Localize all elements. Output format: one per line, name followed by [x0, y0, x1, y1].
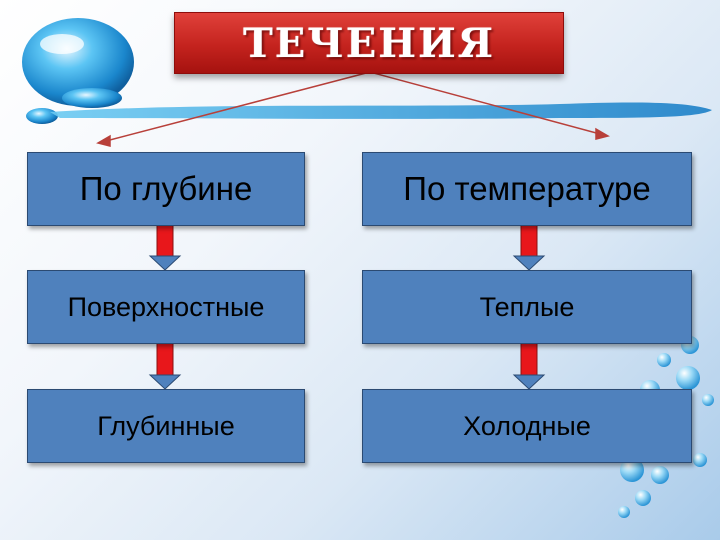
depth-item-label: Поверхностные: [67, 291, 265, 322]
category-depth: По глубине: [27, 152, 305, 226]
down-arrow-icon: [512, 223, 546, 271]
title-banner: ТЕЧЕНИЯ: [174, 12, 564, 74]
temperature-item-cold: Холодные: [362, 389, 692, 463]
category-temperature-label: По температуре: [403, 170, 651, 207]
temperature-item-label: Холодные: [463, 410, 591, 441]
wave-line: [50, 102, 712, 119]
temperature-item-label: Теплые: [479, 291, 575, 322]
category-depth-label: По глубине: [79, 170, 253, 207]
down-arrow-icon: [148, 223, 182, 271]
page-title: ТЕЧЕНИЯ: [242, 19, 496, 67]
water-drop-icon: [22, 18, 134, 124]
down-arrow-icon: [512, 342, 546, 390]
depth-item-deep: Глубинные: [27, 389, 305, 463]
category-temperature: По температуре: [362, 152, 692, 226]
depth-item-surface: Поверхностные: [27, 270, 305, 344]
down-arrow-icon: [148, 342, 182, 390]
title-connectors: [96, 71, 610, 147]
depth-item-label: Глубинные: [97, 410, 235, 441]
temperature-item-warm: Теплые: [362, 270, 692, 344]
